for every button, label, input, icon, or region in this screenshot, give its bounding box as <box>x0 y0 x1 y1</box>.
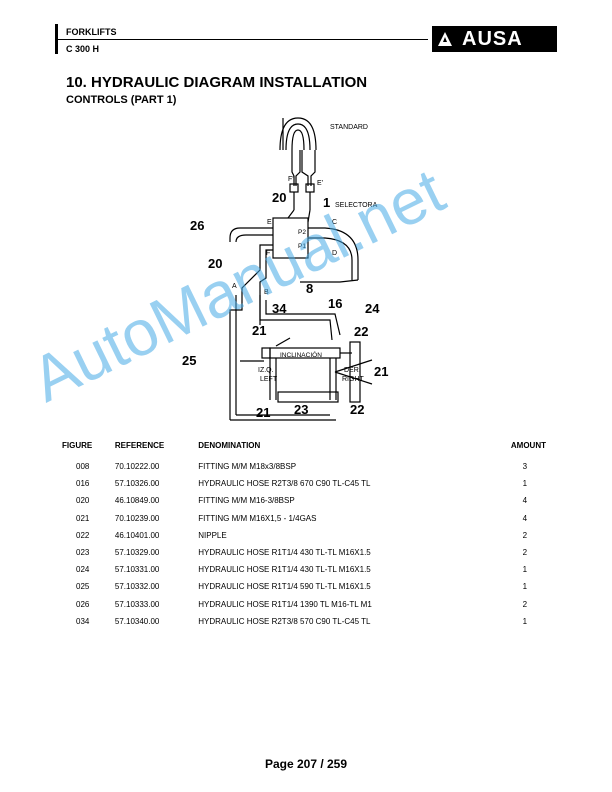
header-bar <box>55 24 58 54</box>
cell-reference: 57.10326.00 <box>114 479 160 489</box>
callout-21-right: 21 <box>374 364 388 379</box>
label-left: LEFT <box>260 376 278 383</box>
callout-22-top: 22 <box>354 324 368 339</box>
callout-16: 16 <box>328 296 342 311</box>
callout-24: 24 <box>365 301 380 316</box>
callout-8: 8 <box>306 281 313 296</box>
cell-amount: 2 <box>522 530 528 540</box>
cell-denomination: FITTING M/M M16-3/8BSP <box>198 496 295 506</box>
cell-figure: 024 <box>76 565 90 575</box>
cell-reference: 70.10239.00 <box>114 513 160 523</box>
page-number: Page 207 / 259 <box>264 757 348 771</box>
label-b: B <box>264 289 269 296</box>
ausa-logo: AUSA <box>432 26 557 52</box>
cell-figure: 022 <box>76 530 90 540</box>
cell-figure: 034 <box>76 616 90 626</box>
callout-34: 34 <box>272 301 287 316</box>
cell-figure: 025 <box>76 582 90 592</box>
label-f-prime: F' <box>288 176 294 183</box>
col-figure: FIGURE <box>62 440 93 450</box>
cell-figure: 008 <box>76 462 90 472</box>
cell-figure: 026 <box>76 599 90 609</box>
label-e-prime: E' <box>317 180 323 187</box>
callout-20-left: 20 <box>208 256 222 271</box>
cell-amount: 1 <box>522 616 528 626</box>
callout-22-bottom: 22 <box>350 402 364 417</box>
table-row: 020 46.10849.00 FITTING M/M M16-3/8BSP 4 <box>62 492 552 509</box>
cell-reference: 57.10329.00 <box>114 548 160 558</box>
label-e: E <box>267 219 272 226</box>
callout-20-top: 20 <box>272 190 286 205</box>
cell-reference: 57.10340.00 <box>114 616 160 626</box>
cell-reference: 70.10222.00 <box>114 462 160 472</box>
cell-reference: 57.10331.00 <box>114 565 160 575</box>
cell-amount: 1 <box>522 479 528 489</box>
cell-figure: 021 <box>76 513 90 523</box>
cell-amount: 1 <box>522 582 528 592</box>
col-amount: AMOUNT <box>510 440 546 450</box>
table-row: 016 57.10326.00 HYDRAULIC HOSE R2T3/8 670 … <box>62 475 552 492</box>
hydraulic-diagram: STANDARD SELECTORA INCLINACIÓN IZ.Q. LEF… <box>182 117 388 421</box>
logo-text: AUSA <box>462 27 523 50</box>
callout-21-top: 21 <box>252 323 266 338</box>
cell-amount: 4 <box>522 496 528 506</box>
callout-1: 1 <box>323 195 330 210</box>
header-model: C 300 H <box>66 44 100 54</box>
table-header-row: FIGURE REFERENCE DENOMINATION AMOUNT <box>62 440 552 458</box>
table-row: 026 57.10333.00 HYDRAULIC HOSE R1T1/4 1390… <box>62 596 552 613</box>
callout-25: 25 <box>182 353 196 368</box>
cell-reference: 57.10333.00 <box>114 599 160 609</box>
table-row: 024 57.10331.00 HYDRAULIC HOSE R1T1/4 430 … <box>62 561 552 578</box>
label-right: RIGHT <box>342 376 365 383</box>
cell-denomination: HYDRAULIC HOSE R1T1/4 590 TL-TL M16X1.5 <box>198 582 371 592</box>
cell-figure: 020 <box>76 496 90 506</box>
label-c: C <box>332 219 337 226</box>
label-a: A <box>232 283 237 290</box>
label-izq: IZ.Q. <box>258 367 274 374</box>
callout-26: 26 <box>190 218 204 233</box>
cell-reference: 46.10849.00 <box>114 496 160 506</box>
cell-amount: 3 <box>522 462 528 472</box>
label-inclinacion: INCLINACIÓN <box>280 350 322 359</box>
label-f: F <box>266 250 270 257</box>
table-row: 025 57.10332.00 HYDRAULIC HOSE R1T1/4 590 … <box>62 578 552 595</box>
cell-reference: 57.10332.00 <box>114 582 160 592</box>
cell-denomination: HYDRAULIC HOSE R1T1/4 430 TL-TL M16X1.5 <box>198 565 371 575</box>
cell-denomination: HYDRAULIC HOSE R2T3/8 570 C90 TL-C45 TL <box>198 616 371 626</box>
cell-denomination: HYDRAULIC HOSE R2T3/8 670 C90 TL-C45 TL <box>198 479 371 489</box>
table-row: 022 46.10401.00 NIPPLE 2 <box>62 527 552 544</box>
cell-denomination: HYDRAULIC HOSE R1T1/4 430 TL-TL M16X1.5 <box>198 548 371 558</box>
parts-table: FIGURE REFERENCE DENOMINATION AMOUNT 008… <box>62 440 552 630</box>
header-category: FORKLIFTS <box>66 27 117 37</box>
label-d: D <box>332 250 337 257</box>
cell-amount: 1 <box>522 565 528 575</box>
cell-denomination: HYDRAULIC HOSE R1T1/4 1390 TL M16-TL M1 <box>198 599 372 609</box>
table-row: 034 57.10340.00 HYDRAULIC HOSE R2T3/8 570 … <box>62 613 552 630</box>
col-reference: REFERENCE <box>114 440 165 450</box>
table-row: 008 70.10222.00 FITTING M/M M18x3/8BSP 3 <box>62 458 552 475</box>
label-p2: P2 <box>298 229 306 236</box>
cell-figure: 016 <box>76 479 90 489</box>
label-p1: P1 <box>298 243 306 250</box>
cell-amount: 4 <box>522 513 528 523</box>
cell-denomination: FITTING M/M M18x3/8BSP <box>198 462 297 472</box>
col-denomination: DENOMINATION <box>198 440 261 450</box>
page-title: 10. HYDRAULIC DIAGRAM INSTALLATION <box>66 74 368 91</box>
label-der: DER. <box>344 367 361 374</box>
header-rule <box>58 39 428 40</box>
cell-amount: 2 <box>522 599 528 609</box>
label-standard: STANDARD <box>330 124 368 131</box>
cell-figure: 023 <box>76 548 90 558</box>
callout-23: 23 <box>294 402 308 417</box>
table-row: 023 57.10329.00 HYDRAULIC HOSE R1T1/4 430 … <box>62 544 552 561</box>
cell-amount: 2 <box>522 548 528 558</box>
callout-21-bottom: 21 <box>256 405 270 420</box>
logo-mark-icon <box>432 26 458 52</box>
cell-denomination: NIPPLE <box>198 530 227 540</box>
table-row: 021 70.10239.00 FITTING M/M M16X1,5 - 1/4G… <box>62 510 552 527</box>
page-subtitle: CONTROLS (PART 1) <box>66 94 177 106</box>
label-selectora: SELECTORA <box>335 202 378 209</box>
cell-reference: 46.10401.00 <box>114 530 160 540</box>
cell-denomination: FITTING M/M M16X1,5 - 1/4GAS <box>198 513 317 523</box>
